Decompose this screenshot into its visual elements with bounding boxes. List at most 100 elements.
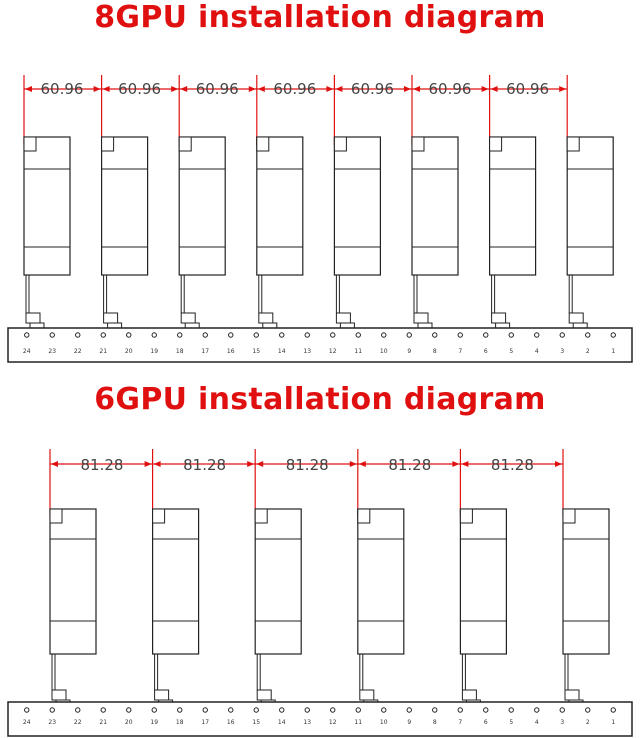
- rail-hole: [508, 707, 514, 713]
- spacing-label: 60.96: [118, 80, 161, 98]
- rail-hole: [610, 707, 616, 713]
- slot-number: 14: [278, 348, 286, 355]
- rail-hole: [202, 707, 208, 713]
- arrowhead: [349, 461, 357, 467]
- rail-hole: [151, 707, 157, 713]
- arrowhead: [144, 461, 152, 467]
- arrowhead: [326, 86, 334, 92]
- arrowhead: [102, 86, 110, 92]
- spacing-label: 81.28: [286, 456, 329, 474]
- title-8gpu-diagram: 8GPU installation diagram: [94, 0, 546, 35]
- gpu-card-body: [23, 136, 71, 276]
- rail-hole: [381, 707, 387, 713]
- rail-hole: [585, 707, 591, 713]
- gpu-card: [23, 136, 71, 336]
- gpu-card-bracket: [101, 136, 115, 152]
- gpu-card-bracket: [566, 136, 580, 152]
- arrowhead: [153, 461, 161, 467]
- slot-number: 7: [458, 348, 462, 355]
- gpu-card-body: [49, 508, 97, 655]
- riser-connector: [154, 689, 170, 701]
- slot-number: 16: [227, 719, 235, 726]
- gpu-card-body: [152, 508, 200, 655]
- rail-hole: [355, 332, 361, 338]
- rail-hole: [330, 332, 336, 338]
- arrowhead: [413, 86, 420, 92]
- slot-number: 10: [380, 719, 388, 726]
- rail-hole: [559, 707, 565, 713]
- gpu-card-body: [489, 136, 537, 276]
- slot-number: 17: [201, 719, 209, 726]
- slot-number: 2: [586, 719, 590, 726]
- rail-hole: [483, 332, 489, 338]
- rail-hole: [559, 332, 565, 338]
- rail-hole: [253, 332, 259, 338]
- spacing-label: 81.28: [388, 456, 431, 474]
- slot-number: 8: [433, 719, 437, 726]
- spacing-label: 81.28: [183, 456, 226, 474]
- arrowhead: [358, 461, 366, 467]
- riser-connector: [103, 312, 119, 324]
- rail-hole: [508, 332, 514, 338]
- slot-number: 4: [535, 348, 539, 355]
- gpu-card: [100, 136, 149, 336]
- rail-hole: [75, 707, 81, 713]
- rail-hole: [432, 332, 438, 338]
- spacing-label: 60.96: [196, 80, 239, 98]
- slot-number: 20: [125, 348, 133, 355]
- spacing-label: 60.96: [506, 80, 549, 98]
- arrowhead: [171, 86, 179, 92]
- rail-hole: [49, 707, 55, 713]
- riser-connector: [413, 312, 429, 324]
- arrowhead: [461, 461, 469, 467]
- riser-connector: [25, 312, 41, 324]
- gpu-card-body: [333, 136, 381, 276]
- slot-number: 10: [380, 348, 388, 355]
- rail-hole: [330, 707, 336, 713]
- gpu-card-bracket: [256, 136, 270, 152]
- rail-hole: [457, 707, 463, 713]
- slot-number: 18: [176, 348, 184, 355]
- slot-number: 12: [329, 348, 337, 355]
- gpu-card-bracket: [489, 136, 503, 152]
- slot-number: 21: [99, 719, 107, 726]
- gpu-card: [49, 508, 97, 713]
- rail-hole: [279, 707, 285, 713]
- slot-number: 23: [48, 348, 56, 355]
- gpu-card: [489, 136, 537, 336]
- riser-connector: [180, 312, 196, 324]
- spacing-label: 60.96: [429, 80, 472, 98]
- rail-hole: [177, 707, 183, 713]
- rail-hole: [279, 332, 285, 338]
- riser-connector: [461, 689, 477, 701]
- gpu-card: [562, 508, 610, 713]
- gpu-card: [254, 508, 302, 713]
- arrowhead: [490, 86, 498, 92]
- rail-hole: [202, 332, 208, 338]
- rail-hole: [24, 707, 30, 713]
- slot-number: 9: [407, 719, 411, 726]
- rail-hole: [355, 707, 361, 713]
- slot-number: 11: [354, 719, 362, 726]
- gpu-card: [411, 136, 459, 336]
- riser-connector: [359, 689, 375, 701]
- arrowhead: [25, 86, 32, 92]
- slot-number: 5: [509, 719, 513, 726]
- gpu-card-bracket: [333, 136, 347, 152]
- arrowhead: [51, 461, 58, 467]
- slot-number: 19: [150, 719, 158, 726]
- slot-number: 18: [176, 719, 184, 726]
- rail-hole: [151, 332, 157, 338]
- rail-hole: [49, 332, 55, 338]
- arrowhead: [257, 86, 265, 92]
- gpu-card-bracket: [23, 136, 37, 152]
- mounting-rail: [7, 327, 633, 363]
- gpu-card-bracket: [357, 508, 371, 524]
- arrowhead: [93, 86, 101, 92]
- gpu-card-body: [100, 136, 149, 276]
- riser-connector: [335, 312, 351, 324]
- rail-hole: [585, 332, 591, 338]
- gpu-card: [357, 508, 405, 713]
- rail-hole: [228, 332, 234, 338]
